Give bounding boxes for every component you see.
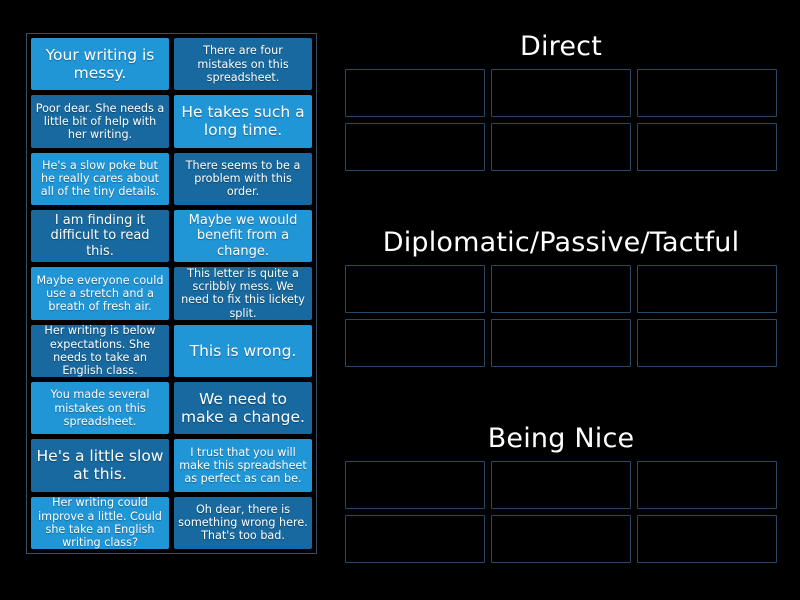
dropzone-slot[interactable] xyxy=(637,69,777,117)
draggable-tile[interactable]: He takes such a long time. xyxy=(174,95,312,148)
category-group: Being Nice xyxy=(345,425,777,563)
draggable-tile[interactable]: This is wrong. xyxy=(174,324,312,377)
dropzone-slot[interactable] xyxy=(637,319,777,367)
dropzone-grid xyxy=(345,69,777,171)
draggable-tile[interactable]: I am finding it difficult to read this. xyxy=(31,209,169,263)
category-group: Direct xyxy=(345,33,777,171)
draggable-tile[interactable]: There are four mistakes on this spreadsh… xyxy=(174,38,312,91)
tile-label: He's a slow poke but he really cares abo… xyxy=(40,158,160,199)
draggable-tile[interactable]: He's a little slow at this. xyxy=(31,439,169,492)
tile-tray: Your writing is messy. Poor dear. She nee… xyxy=(26,33,317,554)
tile-columns: Your writing is messy. Poor dear. She nee… xyxy=(31,38,312,549)
tile-column-1: Your writing is messy. Poor dear. She nee… xyxy=(31,38,169,549)
dropzone-slot[interactable] xyxy=(345,265,485,313)
draggable-tile[interactable]: Oh dear, there is something wrong here. … xyxy=(174,496,312,549)
draggable-tile[interactable]: I trust that you will make this spreadsh… xyxy=(174,439,312,492)
tile-label: Her writing is below expectations. She n… xyxy=(44,324,156,377)
tile-label: You made several mistakes on this spread… xyxy=(50,388,150,428)
tile-label: Her writing could improve a little. Coul… xyxy=(38,496,162,549)
tile-label: He's a little slow at this. xyxy=(36,447,164,484)
dropzone-slot[interactable] xyxy=(491,123,631,171)
dropzone-slot[interactable] xyxy=(345,461,485,509)
dropzone-slot[interactable] xyxy=(345,123,485,171)
dropzone-slot[interactable] xyxy=(345,515,485,563)
tile-label: Poor dear. She needs a little bit of hel… xyxy=(35,101,165,142)
draggable-tile[interactable]: Her writing is below expectations. She n… xyxy=(31,324,169,377)
category-title: Diplomatic/Passive/Tactful xyxy=(382,227,740,258)
draggable-tile[interactable]: You made several mistakes on this spread… xyxy=(31,381,169,435)
dropzone-slot[interactable] xyxy=(491,69,631,117)
dropzone-slot[interactable] xyxy=(491,461,631,509)
tile-label: Maybe everyone could use a stretch and a… xyxy=(36,273,164,314)
draggable-tile[interactable]: This letter is quite a scribbly mess. We… xyxy=(174,267,312,320)
draggable-tile[interactable]: Her writing could improve a little. Coul… xyxy=(31,496,169,549)
tile-label: Your writing is messy. xyxy=(45,45,155,83)
tile-label: This letter is quite a scribbly mess. We… xyxy=(181,267,305,320)
dropzone-slot[interactable] xyxy=(637,515,777,563)
tile-label: He takes such a long time. xyxy=(181,103,305,140)
dropzone-slot[interactable] xyxy=(637,265,777,313)
dropzone-slot[interactable] xyxy=(491,319,631,367)
tile-label: Maybe we would benefit from a change. xyxy=(188,213,298,259)
draggable-tile[interactable]: Maybe we would benefit from a change. xyxy=(174,209,312,263)
dropzone-slot[interactable] xyxy=(491,515,631,563)
tile-label: I am finding it difficult to read this. xyxy=(50,213,150,259)
tile-label: I trust that you will make this spreadsh… xyxy=(179,445,307,486)
draggable-tile[interactable]: He's a slow poke but he really cares abo… xyxy=(31,152,169,205)
draggable-tile[interactable]: Maybe everyone could use a stretch and a… xyxy=(31,267,169,320)
tile-label: This is wrong. xyxy=(189,341,297,360)
tile-label: There are four mistakes on this spreadsh… xyxy=(197,44,289,84)
tile-label: There seems to be a problem with this or… xyxy=(185,158,301,199)
category-title: Being Nice xyxy=(487,423,635,454)
draggable-tile[interactable]: Poor dear. She needs a little bit of hel… xyxy=(31,95,169,148)
draggable-tile[interactable]: Your writing is messy. xyxy=(31,38,169,91)
dropzone-grid xyxy=(345,461,777,563)
category-title: Direct xyxy=(519,31,603,62)
dropzone-grid xyxy=(345,265,777,367)
dropzone-slot[interactable] xyxy=(637,461,777,509)
draggable-tile[interactable]: We need to make a change. xyxy=(174,381,312,435)
dropzone-slot[interactable] xyxy=(345,69,485,117)
tile-label: We need to make a change. xyxy=(181,389,305,427)
dropzone-slot[interactable] xyxy=(491,265,631,313)
tile-column-2: There are four mistakes on this spreadsh… xyxy=(174,38,312,549)
dropzone-slot[interactable] xyxy=(637,123,777,171)
dropzone-slot[interactable] xyxy=(345,319,485,367)
draggable-tile[interactable]: There seems to be a problem with this or… xyxy=(174,152,312,205)
category-group: Diplomatic/Passive/Tactful xyxy=(345,229,777,367)
tile-label: Oh dear, there is something wrong here. … xyxy=(178,502,308,543)
